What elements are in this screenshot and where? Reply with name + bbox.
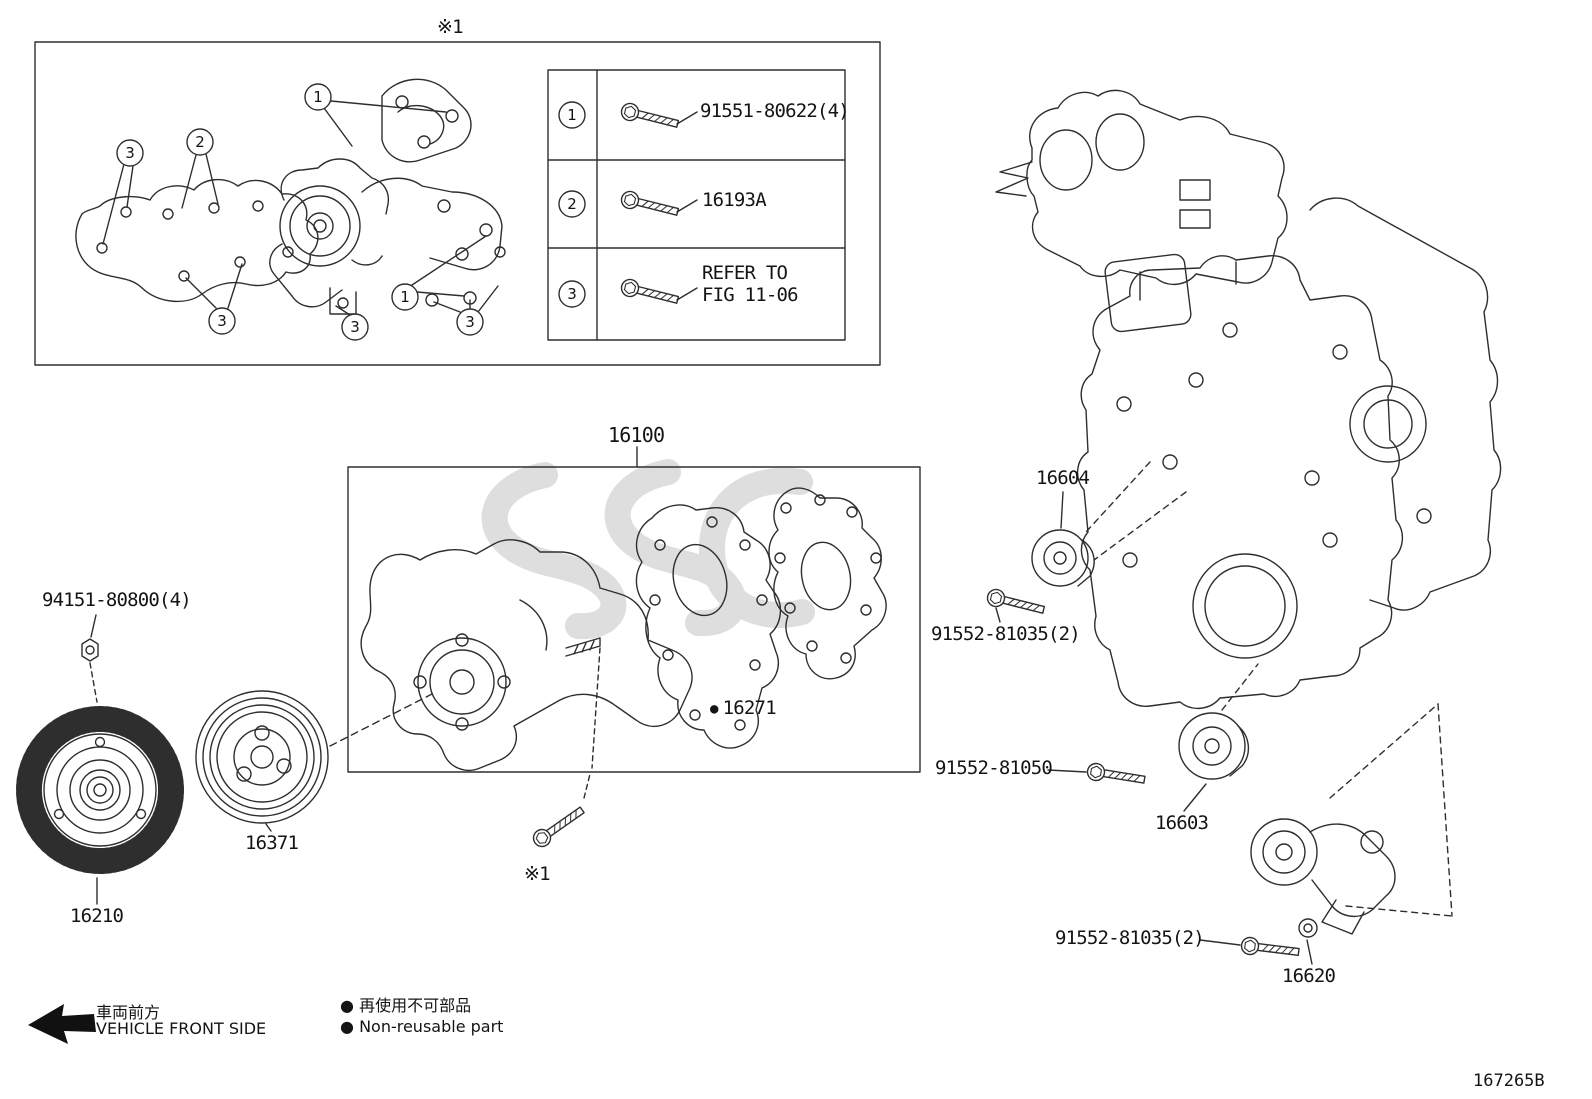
label-nut[interactable]: 94151-80800(4) bbox=[42, 589, 192, 611]
bolt-icon bbox=[618, 188, 681, 221]
extra-bolt bbox=[583, 647, 601, 799]
watermark bbox=[481, 459, 815, 640]
label-tensioner[interactable]: 16620 bbox=[1282, 965, 1336, 987]
idler-lower-drawing bbox=[1047, 663, 1259, 812]
note-bottom: ※1 bbox=[524, 863, 551, 885]
water-pump-box bbox=[347, 446, 921, 773]
note-top: ※1 bbox=[437, 16, 464, 38]
figure-code: 167265B bbox=[1473, 1071, 1545, 1091]
callout-3: 3 bbox=[125, 144, 135, 162]
non-reusable-dot: ● bbox=[340, 996, 354, 1015]
callout-1: 1 bbox=[400, 288, 410, 306]
callout-3: 3 bbox=[350, 318, 360, 336]
gasket-drawings bbox=[635, 487, 887, 749]
callout-1: 1 bbox=[313, 88, 323, 106]
label-gasket[interactable]: ●16271 bbox=[710, 697, 777, 719]
bolt-icon bbox=[1085, 761, 1147, 789]
label-bolt-tensioner[interactable]: 91552-81035(2) bbox=[1055, 927, 1205, 949]
callout-3: 3 bbox=[217, 312, 227, 330]
callout-3: 3 bbox=[465, 313, 475, 331]
front-direction-arrow bbox=[28, 1004, 96, 1044]
legend-part-3-line1[interactable]: REFER TO bbox=[702, 262, 788, 284]
legend-part-1[interactable]: 91551-80622(4) bbox=[700, 100, 850, 122]
legend-callout-1: 1 bbox=[567, 106, 577, 124]
legend-part-3-line2[interactable]: FIG 11-06 bbox=[702, 284, 799, 306]
bolt-icon bbox=[1239, 935, 1301, 962]
label-coupling-fan[interactable]: 16210 bbox=[70, 905, 124, 927]
front-side-label-jp: 車両前方 bbox=[96, 1003, 161, 1022]
non-reusable-legend-jp: ● 再使用不可部品 bbox=[340, 996, 472, 1015]
non-reusable-legend-en: ● Non-reusable part bbox=[340, 1017, 504, 1036]
fan-coupling-drawing bbox=[16, 706, 184, 905]
legend-part-2[interactable]: 16193A bbox=[702, 189, 767, 211]
fan-pulley-drawing bbox=[195, 690, 437, 832]
label-idler-upper[interactable]: 16604 bbox=[1036, 467, 1090, 489]
non-reusable-dot: ● bbox=[710, 701, 718, 717]
legend-table-frame bbox=[547, 69, 846, 341]
exploded-water-pump-view bbox=[75, 78, 506, 316]
nut-drawing bbox=[81, 614, 99, 703]
bolt-icon bbox=[984, 586, 1047, 619]
bolt-icon bbox=[618, 100, 681, 133]
tensioner-drawing bbox=[1199, 703, 1453, 965]
front-side-label-en: VEHICLE FRONT SIDE bbox=[96, 1019, 267, 1038]
label-idler-lower[interactable]: 16603 bbox=[1155, 812, 1209, 834]
label-bolt-idler-lower[interactable]: 91552-81050 bbox=[935, 757, 1053, 779]
legend-callout-2: 2 bbox=[567, 195, 577, 213]
legend-callout-3: 3 bbox=[567, 285, 577, 303]
callout-2: 2 bbox=[195, 133, 205, 151]
label-pulley[interactable]: 16371 bbox=[245, 832, 299, 854]
label-bolt-idler-upper[interactable]: 91552-81035(2) bbox=[931, 623, 1081, 645]
bolt-icon bbox=[529, 802, 588, 851]
top-box-frame bbox=[34, 41, 881, 366]
engine-cover-drawing bbox=[995, 89, 1502, 709]
idler-upper-drawing bbox=[995, 461, 1187, 623]
water-pump-drawing bbox=[360, 539, 693, 772]
bolt-icon bbox=[618, 276, 681, 309]
callout-circles bbox=[116, 83, 484, 341]
label-water-pump-assy[interactable]: 16100 bbox=[608, 423, 665, 447]
non-reusable-dot: ● bbox=[340, 1017, 354, 1036]
